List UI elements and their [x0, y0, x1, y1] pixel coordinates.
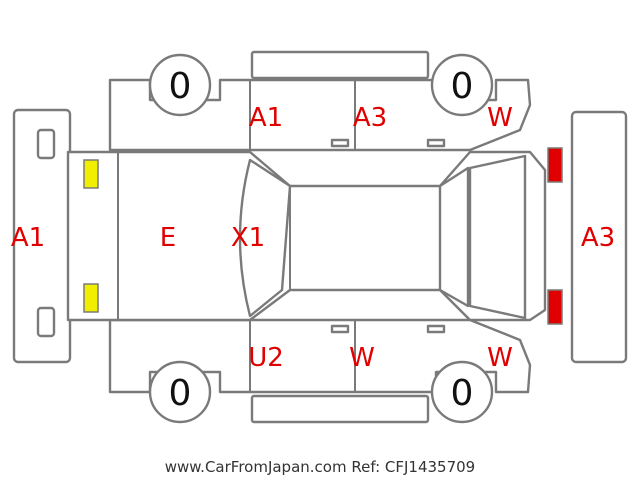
wheel-label: 0 — [451, 373, 474, 414]
mark-left-front-door: A1 — [249, 103, 283, 133]
mark-windshield: X1 — [231, 223, 265, 253]
front-left-headlamp — [83, 159, 99, 189]
wheel-front-right: 0 — [148, 360, 212, 424]
footer-reference: www.CarFromJapan.com Ref: CFJ1435709 — [165, 458, 475, 476]
mark-right-rear-door: W — [349, 343, 375, 373]
wheel-label: 0 — [451, 66, 474, 107]
wheel-label: 0 — [169, 66, 192, 107]
wheel-label: 0 — [169, 373, 192, 414]
wheel-rear-right: 0 — [430, 360, 494, 424]
mark-left-rear-door: A3 — [353, 103, 387, 133]
rear-left-taillamp — [547, 147, 563, 183]
mark-left-rear-fender: W — [487, 103, 513, 133]
wheel-front-left: 0 — [148, 53, 212, 117]
mark-right-front-door: U2 — [248, 343, 284, 373]
wheel-rear-left: 0 — [430, 53, 494, 117]
mark-rear-bumper: A3 — [581, 223, 615, 253]
mark-hood: E — [160, 223, 176, 253]
rear-right-taillamp — [547, 289, 563, 325]
rear-bumper — [570, 110, 628, 364]
mark-right-rear-fender: W — [487, 343, 513, 373]
car-body-top-view — [66, 150, 547, 322]
mark-front-bumper: A1 — [11, 223, 45, 253]
front-right-headlamp — [83, 283, 99, 313]
